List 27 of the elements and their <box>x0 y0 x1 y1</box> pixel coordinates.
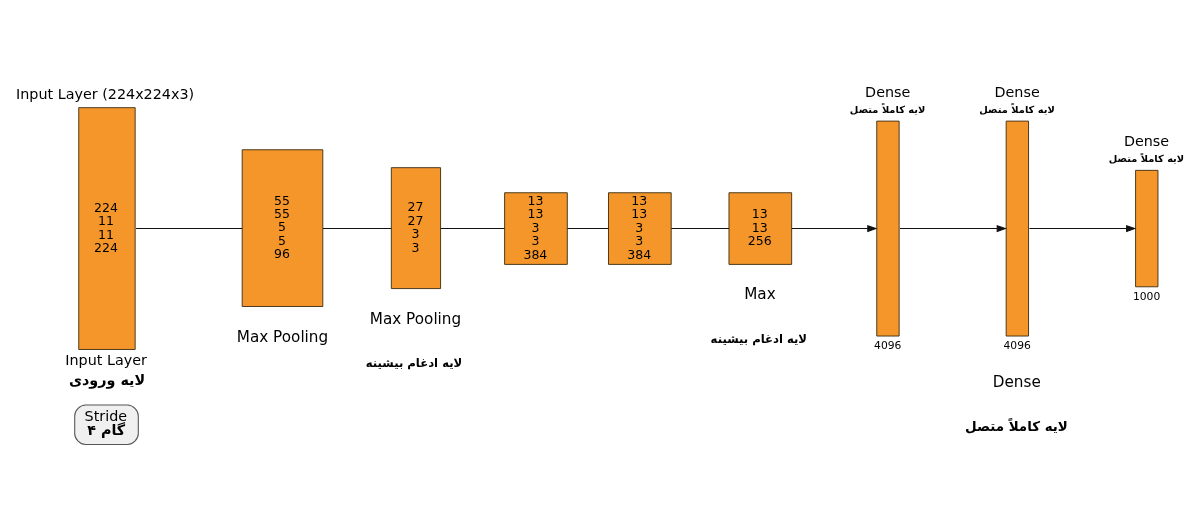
node-label: Dense <box>865 83 911 100</box>
connector <box>135 228 243 230</box>
node-label: 4096 <box>874 339 902 353</box>
label: لایه ادغام بیشینه <box>365 355 463 370</box>
node-label: لایه کاملاً متصل <box>849 103 926 115</box>
label: Max <box>744 285 776 304</box>
connector <box>670 228 730 230</box>
connector <box>440 228 505 230</box>
arrow <box>899 225 1007 233</box>
node-label: Dense <box>994 83 1040 100</box>
node-label: Input Layer <box>65 352 147 369</box>
connector <box>566 228 609 230</box>
node-label: 4096 <box>1003 339 1031 353</box>
node-label: لایه کاملاً متصل <box>1108 153 1185 165</box>
label: Max Pooling <box>369 309 462 328</box>
arrow <box>1028 225 1137 233</box>
node-label: لایه ورودی <box>68 372 146 389</box>
connector <box>322 228 392 230</box>
node-label: Input Layer (224x224x3) <box>16 85 195 102</box>
node-label: Dense <box>1123 132 1170 149</box>
node-label: 1000 <box>1132 289 1161 303</box>
arrow <box>791 225 878 233</box>
node-label: لایه کاملاً متصل <box>979 103 1055 115</box>
label: لایه ادغام بیشینه <box>710 331 808 346</box>
label: لایه کاملاً متصل <box>964 418 1068 434</box>
label: Dense <box>992 373 1041 392</box>
label: Max Pooling <box>236 327 329 346</box>
